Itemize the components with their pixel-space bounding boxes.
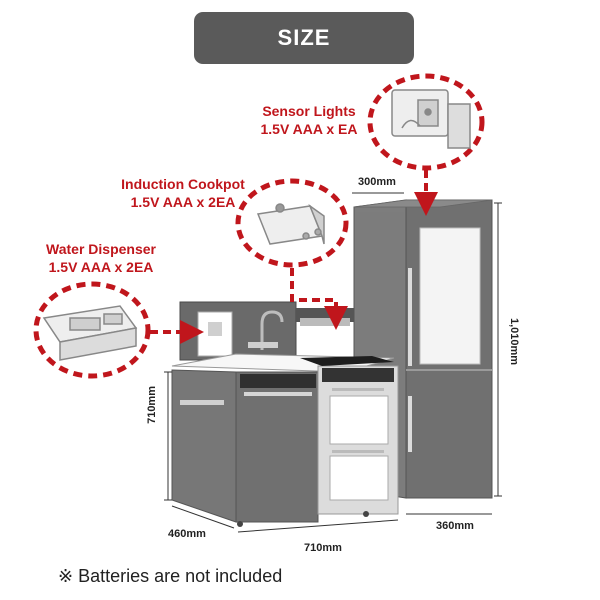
counter-depth-label: 460mm [168, 528, 206, 540]
sensor-lights-name: Sensor Lights [262, 103, 356, 119]
induction-cookpot-sketch [256, 203, 325, 245]
water-dispenser-label: Water Dispenser 1.5V AAA x 2EA [36, 240, 166, 276]
water-dispenser-sketch [42, 305, 138, 361]
batteries-footnote: ※ Batteries are not included [58, 566, 283, 586]
water-dispenser-name: Water Dispenser [46, 241, 156, 257]
counter-width-label: 710mm [304, 542, 342, 554]
callout-arrows [150, 170, 438, 344]
induction-cookpot-label: Induction Cookpot 1.5V AAA x 2EA [108, 175, 258, 211]
sensor-lights-label: Sensor Lights 1.5V AAA x EA [244, 102, 374, 138]
counter-height-label: 710mm [146, 386, 158, 424]
dimension-lines [164, 192, 502, 533]
page-title: SIZE [194, 12, 414, 64]
sensor-lights-battery: 1.5V AAA x EA [260, 121, 358, 137]
sensor-lights-sketch [391, 89, 471, 149]
induction-cookpot-battery: 1.5V AAA x 2EA [130, 194, 236, 210]
fridge-depth-label: 300mm [358, 176, 396, 188]
induction-cookpot-name: Induction Cookpot [121, 176, 245, 192]
water-dispenser-battery: 1.5V AAA x 2EA [48, 259, 154, 275]
induction-cookpot-arrow [290, 268, 348, 330]
fridge-width-label: 360mm [436, 520, 474, 532]
fridge-height-label: 1,010mm [508, 318, 520, 366]
